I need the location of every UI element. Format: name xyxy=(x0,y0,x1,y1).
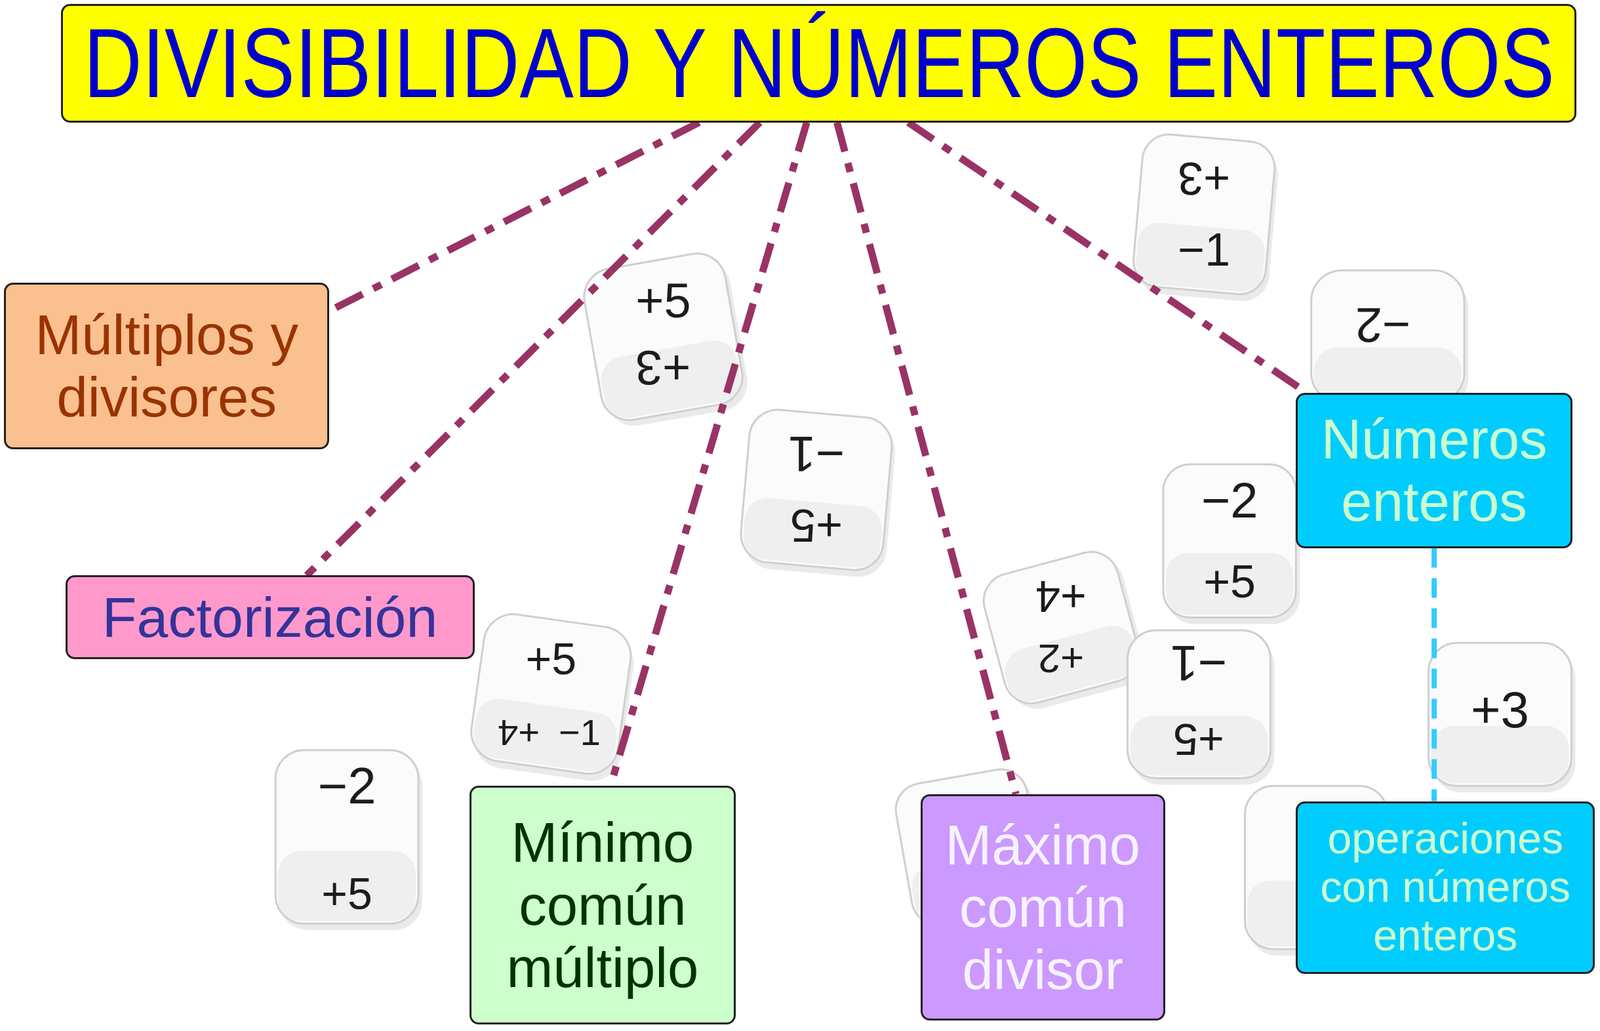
die-number: +3 xyxy=(635,342,691,392)
die-body xyxy=(738,407,894,573)
die-body xyxy=(1163,464,1296,618)
die-illustration xyxy=(1428,642,1576,793)
die-face xyxy=(278,850,416,921)
die-number: −1 xyxy=(1170,638,1228,688)
die-number: +5 xyxy=(1173,717,1225,762)
die-number: +5 xyxy=(525,636,578,681)
die-number: +3 xyxy=(1470,683,1530,736)
die-number: −1 xyxy=(1177,226,1231,273)
die-body xyxy=(1127,630,1271,779)
die-number: +4 xyxy=(1036,574,1088,620)
node-text: Múltiplos y divisores xyxy=(13,303,320,429)
die-number: −2 xyxy=(1354,300,1410,349)
topic-box: Múltiplos y divisores xyxy=(3,282,330,450)
die-body xyxy=(1131,132,1277,297)
die-illustration xyxy=(1130,132,1281,304)
die-body xyxy=(977,545,1145,710)
diagram-title: DIVISIBILIDAD Y NÚMEROS ENTEROS xyxy=(83,7,1555,119)
die-body xyxy=(275,750,419,924)
topic-box: Números enteros xyxy=(1295,392,1573,549)
die-number: −2 xyxy=(318,760,377,812)
die-number: −1 xyxy=(788,428,846,479)
die-illustration xyxy=(275,750,423,931)
die-number: +5 xyxy=(1203,558,1256,605)
die-body xyxy=(1311,270,1465,403)
die-illustration xyxy=(1127,630,1275,785)
topic-box: Mínimo común múltiplo xyxy=(469,785,736,1025)
die-illustration xyxy=(1311,270,1469,410)
die-number: −2 xyxy=(1201,475,1259,526)
die-face xyxy=(1130,716,1269,776)
connector-line xyxy=(837,122,1017,795)
node-text: operaciones con números enteros xyxy=(1305,814,1585,960)
topic-box: Máximo común divisor xyxy=(920,794,1166,1021)
topic-box: Factorización xyxy=(65,575,475,660)
die-number: +2 xyxy=(1038,638,1085,679)
die-illustration xyxy=(1163,464,1300,624)
die-number: +3 xyxy=(1177,155,1231,202)
subtopic-box: operaciones con números enteros xyxy=(1295,801,1595,974)
die-illustration xyxy=(977,544,1151,717)
die-face xyxy=(1134,220,1267,294)
node-text: Factorización xyxy=(102,585,438,649)
connector-line xyxy=(610,122,807,786)
die-number: +5 xyxy=(790,502,843,549)
die-number: +5 xyxy=(635,276,691,326)
die-body xyxy=(1428,642,1572,786)
die-number: −1 xyxy=(558,714,601,751)
node-text: Máximo común divisor xyxy=(930,813,1156,1002)
die-body xyxy=(467,610,635,778)
die-illustration xyxy=(466,610,639,785)
connector-line xyxy=(908,122,1307,393)
connector-line xyxy=(1431,548,1437,802)
die-illustration xyxy=(737,407,898,580)
die-face xyxy=(741,495,884,570)
node-text: Números enteros xyxy=(1305,407,1563,533)
die-number: +5 xyxy=(321,870,373,916)
title-box: DIVISIBILIDAD Y NÚMEROS ENTEROS xyxy=(60,3,1577,123)
die-face xyxy=(1165,552,1294,615)
die-face xyxy=(1000,620,1142,707)
die-face xyxy=(470,695,620,775)
die-number: +4 xyxy=(497,714,540,751)
node-text: Mínimo común múltiplo xyxy=(479,811,726,999)
